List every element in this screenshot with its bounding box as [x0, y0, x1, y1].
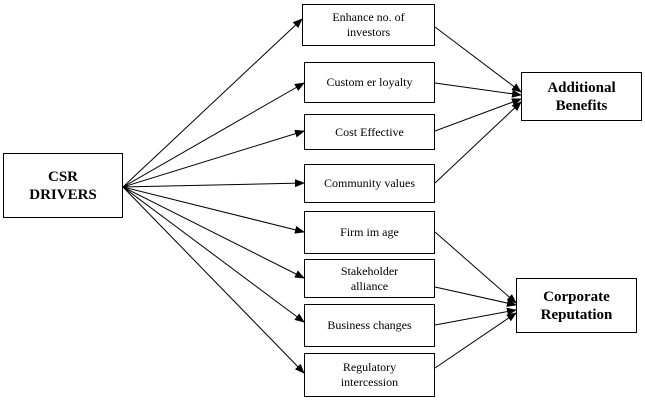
arrow-business-to-reputation — [434, 307, 517, 326]
factor-label-firm-image: Firm im age — [340, 225, 399, 239]
factor-box-cost-effective: Cost Effective — [304, 114, 435, 150]
arrow-loyalty-to-benefits — [434, 82, 522, 98]
factor-box-firm-image: Firm im age — [304, 211, 435, 254]
csr-drivers-box: CSR DRIVERS — [3, 153, 123, 218]
arrow-drivers-to-stakeholder — [122, 186, 305, 279]
factor-label-business-changes: Business changes — [327, 318, 412, 332]
factor-box-regulatory-intercession: Regulatory intercession — [304, 353, 435, 397]
arrow-drivers-to-community — [122, 179, 305, 188]
arrow-drivers-to-image — [122, 186, 305, 234]
additional-benefits-box: Additional Benefits — [521, 72, 642, 121]
arrow-community-to-benefits — [434, 101, 522, 184]
arrow-drivers-to-loyalty — [122, 82, 305, 188]
factor-box-business-changes: Business changes — [304, 304, 435, 347]
additional-benefits-label: Additional Benefits — [547, 79, 616, 114]
factor-label-investors: Enhance no. of investors — [332, 10, 405, 39]
arrow-stakeholder-to-reputation — [434, 286, 517, 307]
factor-label-community-values: Community values — [324, 176, 415, 190]
arrow-drivers-to-regulatory — [122, 186, 305, 374]
arrow-drivers-to-cost — [122, 129, 305, 188]
factor-label-regulatory-intercession: Regulatory intercession — [340, 360, 399, 389]
arrow-investors-to-benefits — [434, 26, 522, 93]
factor-label-stakeholder-alliance: Stakeholder alliance — [340, 263, 399, 293]
corporate-reputation-label: Corporate Reputation — [540, 288, 613, 323]
arrow-drivers-to-business — [122, 186, 305, 323]
factor-box-customer-loyalty: Custom er loyalty — [304, 62, 435, 103]
csr-drivers-label: CSR DRIVERS — [29, 168, 97, 203]
arrow-drivers-to-investors — [122, 18, 303, 188]
arrow-image-to-reputation — [434, 231, 517, 304]
factor-label-cost-effective: Cost Effective — [335, 124, 404, 139]
corporate-reputation-box: Corporate Reputation — [516, 278, 637, 333]
factor-box-stakeholder-alliance: Stakeholder alliance — [304, 259, 435, 298]
arrow-cost-to-benefits — [434, 98, 522, 132]
factor-label-customer-loyalty: Custom er loyalty — [326, 75, 413, 89]
arrow-regulatory-to-reputation — [434, 312, 517, 369]
factor-box-community-values: Community values — [304, 164, 435, 203]
factor-box-investors: Enhance no. of investors — [302, 4, 435, 46]
